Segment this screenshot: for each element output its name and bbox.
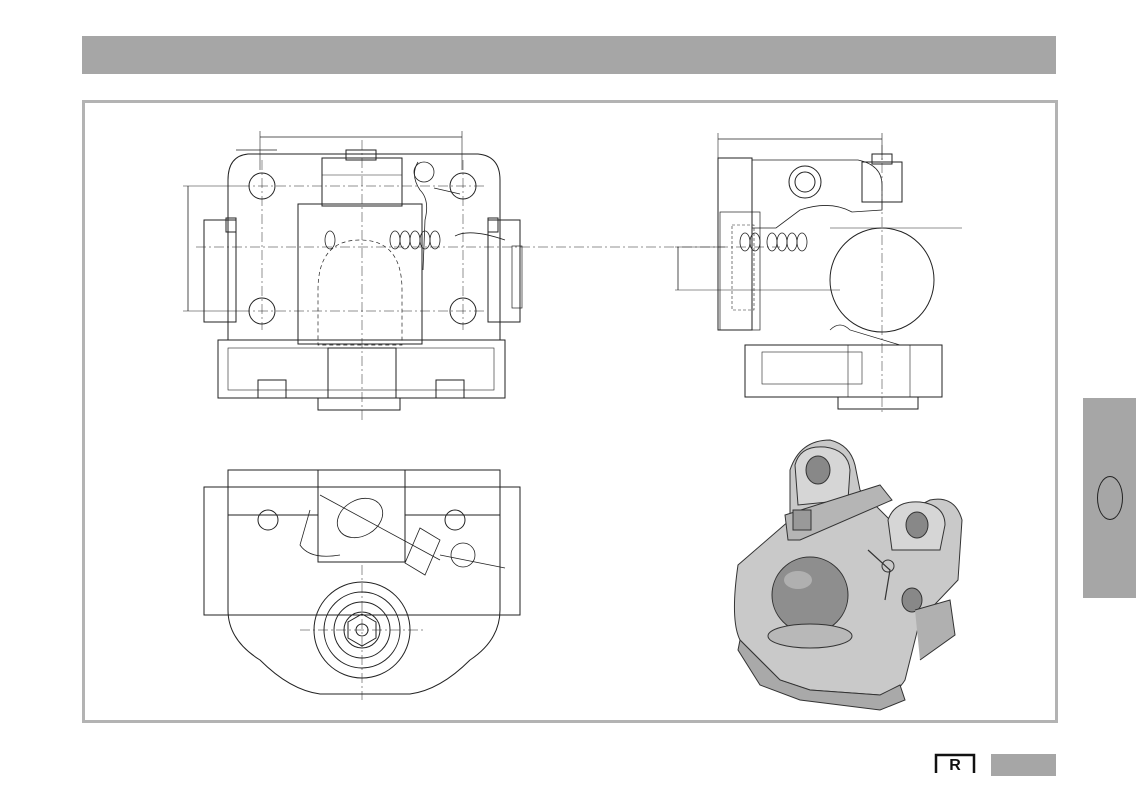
- chapter-tab: [1083, 398, 1136, 598]
- logo-letter: R: [949, 757, 961, 774]
- header-bar: [82, 36, 1056, 74]
- front-view: [183, 131, 780, 420]
- side-view: [675, 133, 962, 415]
- footer-bar: [991, 754, 1056, 776]
- brand-logo: R: [934, 753, 976, 774]
- top-view: [203, 469, 521, 700]
- chapter-marker-icon: [1097, 476, 1123, 520]
- isometric-render: [733, 439, 963, 711]
